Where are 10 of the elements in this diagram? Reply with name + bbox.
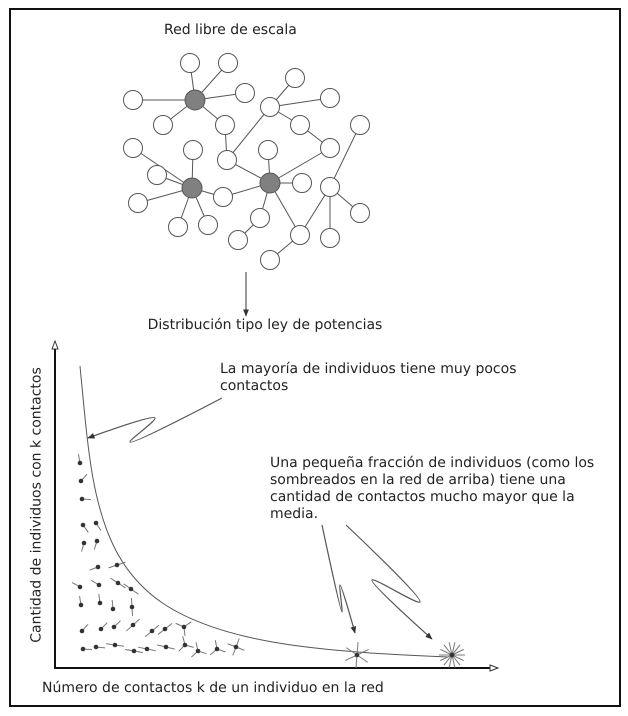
arrow [243,272,249,317]
annotation-text: La mayoría de individuos tiene muy pocos contactos [220,361,520,395]
annotation-text: Una pequeña fracción de individuos (como los sombreados en la red de arriba) tiene una cantidad de contactos mucho mayor que la media. [270,455,620,523]
diagram-title: Red libre de escala [164,22,297,39]
leader-line [346,524,433,640]
leader-line [87,397,222,443]
axis-label: Número de contactos k de un individuo en la red [42,680,384,697]
annotation-text: Distribución tipo ley de potencias [130,317,400,334]
leader-line [321,524,356,634]
axis-label: Cantidad de individuos con k contactos [28,367,46,643]
